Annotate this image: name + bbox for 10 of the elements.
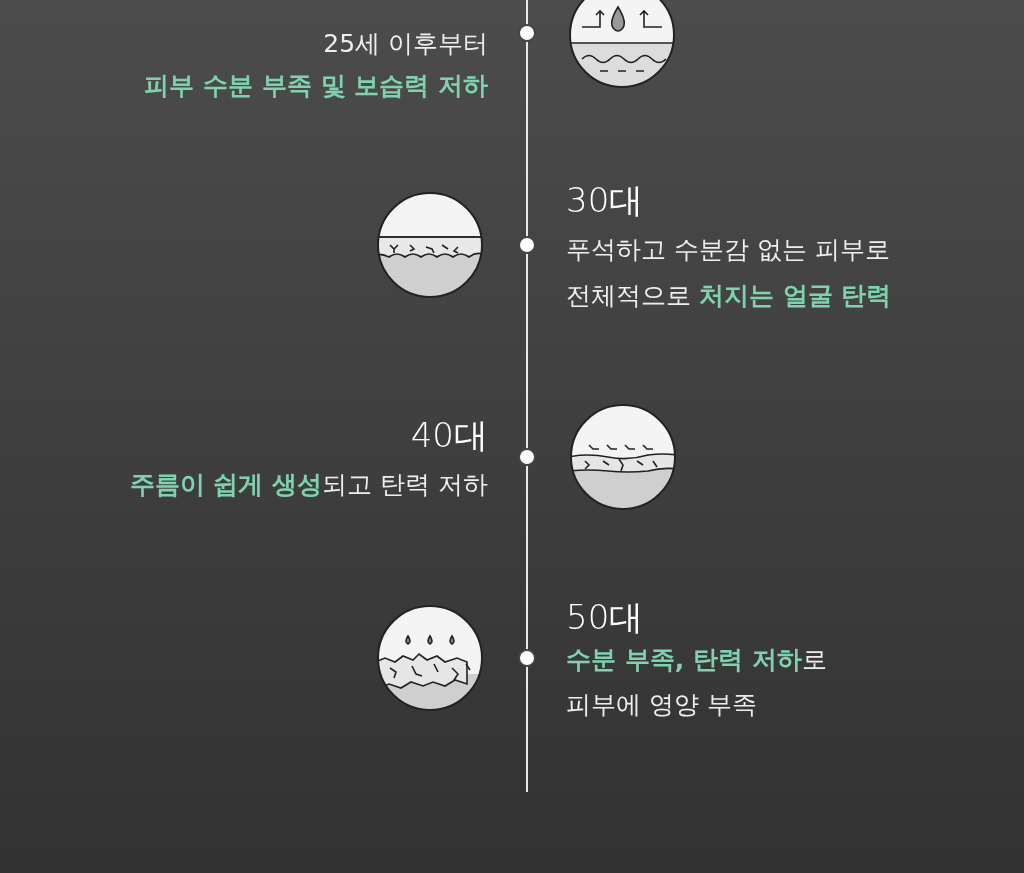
age-heading: 40대 bbox=[410, 415, 488, 455]
highlight-text: 피부 수분 부족 및 보습력 저하 bbox=[144, 70, 488, 102]
age-heading: 50대 bbox=[566, 597, 644, 637]
description-text: 전체적으로 처지는 얼굴 탄력 bbox=[566, 280, 892, 312]
description-text: 수분 부족, 탄력 저하로 bbox=[566, 644, 827, 676]
description-text: 25세 이후부터 bbox=[323, 28, 488, 60]
description-text: 피부에 영양 부족 bbox=[566, 689, 757, 721]
age-heading: 30대 bbox=[566, 180, 644, 220]
description-text: 푸석하고 수분감 없는 피부로 bbox=[566, 234, 890, 266]
description-text: 주름이 쉽게 생성되고 탄력 저하 bbox=[129, 469, 488, 501]
